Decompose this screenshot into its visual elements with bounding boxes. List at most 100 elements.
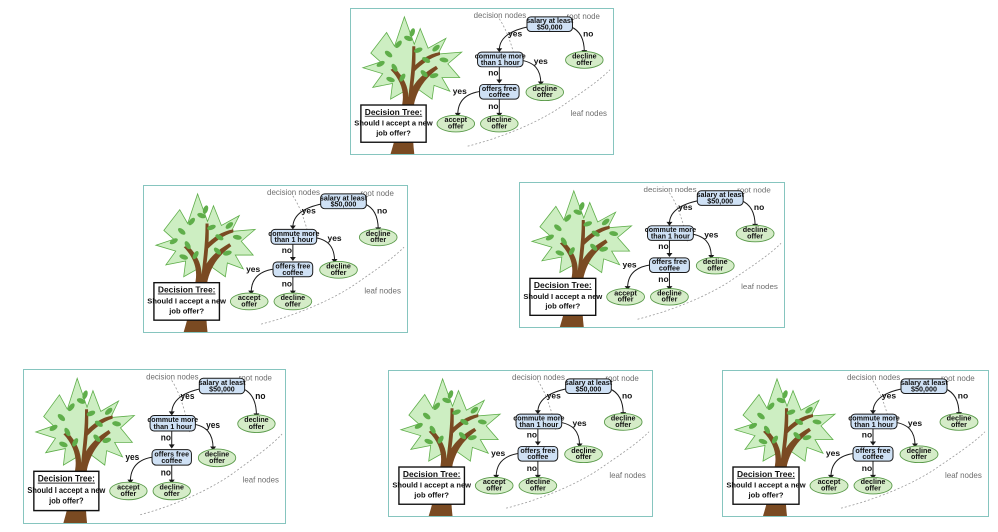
decision-node-commute: commute more than 1 hour: [475, 51, 526, 68]
edge-label-coffee-yes: yes: [246, 264, 260, 274]
leaf: [771, 435, 779, 444]
leaf: [776, 397, 786, 404]
edge-label-commute-yes: yes: [328, 233, 342, 243]
title-line-3: job offer?: [413, 490, 449, 499]
edge-label-coffee-no: no: [527, 463, 537, 473]
tree-branch: [577, 219, 586, 273]
title-line-1: Decision Tree:: [534, 280, 592, 290]
root-node-pointer: [930, 380, 950, 390]
node-commute-line-2: than 1 hour: [481, 59, 520, 67]
node-decline-3-line-1: decline: [487, 116, 512, 124]
leaf: [188, 217, 196, 226]
edge-coffee-yes: [457, 90, 482, 115]
arrowhead: [870, 410, 876, 415]
leaf: [413, 47, 423, 53]
decision-node-commute: commute more than 1 hour: [848, 413, 900, 430]
leaf: [391, 63, 398, 72]
leaf-node-decline-1: decline offer: [358, 228, 398, 247]
edge-label-coffee-no: no: [658, 274, 668, 284]
edge-root-yes: [171, 388, 202, 414]
arrowhead: [870, 441, 876, 446]
node-decline-2-line-1: decline: [205, 449, 229, 458]
leaf-node-accept: accept offer: [606, 288, 645, 306]
leaf: [748, 422, 758, 429]
leaf: [384, 50, 393, 58]
edge-label-coffee-yes: yes: [623, 260, 637, 270]
edge-label-root-yes: yes: [882, 391, 896, 401]
title-box: Decision Tree: Should I accept a new job…: [147, 281, 226, 321]
arrowhead: [331, 259, 338, 263]
node-salary-line-1: salary at least: [565, 379, 613, 387]
node-decline-2-line-2: offer: [331, 269, 347, 277]
node-commute-line-1: commute more: [848, 415, 900, 423]
edge-label-commute-no: no: [527, 430, 537, 440]
leaf: [399, 73, 406, 82]
node-decline-3-line-2: offer: [865, 485, 881, 493]
leaf-node-decline-1: decline offer: [939, 413, 979, 431]
leaf: [177, 227, 186, 235]
edge-arrowheads: [493, 410, 627, 479]
leaf: [601, 218, 610, 226]
arrowhead: [708, 255, 715, 259]
edge-label-root-no: no: [754, 202, 764, 212]
title-line-2: Should I accept a new: [726, 481, 805, 490]
arrowhead: [496, 48, 503, 53]
node-decline-1-line-2: offer: [576, 59, 592, 67]
node-accept-line-1: accept: [117, 482, 140, 491]
decision-node-commute: commute more than 1 hour: [645, 225, 696, 241]
edge-coffee-yes: [495, 452, 521, 477]
node-salary-line-1: salary at least: [900, 379, 948, 387]
leaf: [59, 441, 68, 448]
leaf-nodes-label: leaf nodes: [609, 471, 646, 480]
tree-branch: [408, 46, 416, 100]
leaf: [213, 247, 222, 255]
decision-node-commute: commute more than 1 hour: [268, 228, 319, 245]
edge-label-coffee-yes: yes: [125, 452, 139, 462]
leaf: [460, 418, 469, 425]
leaf-node-decline-1: decline offer: [237, 414, 276, 434]
edge-label-root-yes: yes: [508, 28, 522, 38]
decision-node-salary: salary at least $50,000: [526, 16, 574, 33]
arrowhead: [624, 286, 631, 291]
leaf: [169, 238, 178, 245]
leaf: [72, 438, 79, 447]
node-coffee-line-2: coffee: [527, 453, 548, 461]
node-coffee-line-2: coffee: [282, 269, 303, 277]
node-decline-1-line-1: decline: [743, 226, 768, 234]
edge-label-root-yes: yes: [547, 390, 561, 400]
leaf: [477, 419, 487, 425]
decision-node-commute: commute more than 1 hour: [513, 413, 565, 430]
leaf: [192, 251, 199, 260]
arrowhead: [248, 290, 255, 295]
edge-root-yes: [872, 388, 904, 413]
decision-nodes-label: decision nodes: [267, 188, 320, 197]
node-coffee-line-2: coffee: [489, 91, 510, 99]
tree-edges: [627, 200, 756, 289]
decision-tree-diagram: Decision Tree: Should I accept a new job…: [354, 11, 611, 154]
node-salary-line-2: $50,000: [707, 198, 733, 206]
node-coffee-line-1: offers free: [154, 449, 189, 458]
decision-tree-diagram: Decision Tree: Should I accept a new job…: [27, 372, 283, 523]
leaf-node-accept: accept offer: [809, 476, 849, 495]
arrowhead: [168, 444, 175, 449]
leaf: [468, 435, 477, 441]
node-coffee-line-1: offers free: [855, 447, 890, 455]
leaf: [215, 234, 224, 241]
leaf-nodes-pointer: [140, 433, 283, 516]
leaf: [599, 246, 609, 252]
decision-node-coffee: offers free coffee: [479, 83, 520, 100]
edge-root-yes: [292, 203, 323, 228]
node-coffee-line-1: offers free: [482, 85, 517, 93]
node-decline-1-line-2: offer: [249, 422, 265, 431]
node-decline-3-line-1: decline: [281, 294, 306, 302]
leaf: [545, 234, 554, 241]
node-commute-line-2: than 1 hour: [651, 233, 690, 241]
leaf-node-decline-3: decline offer: [480, 114, 519, 133]
leaf-node-decline-1: decline offer: [735, 224, 775, 243]
leaf: [767, 402, 775, 410]
leaf: [112, 421, 121, 427]
decision-node-coffee: offers free coffee: [649, 257, 690, 274]
tree-leaves: [545, 202, 619, 256]
arrowhead: [454, 112, 461, 117]
title-line-2: Should I accept a new: [354, 119, 433, 128]
